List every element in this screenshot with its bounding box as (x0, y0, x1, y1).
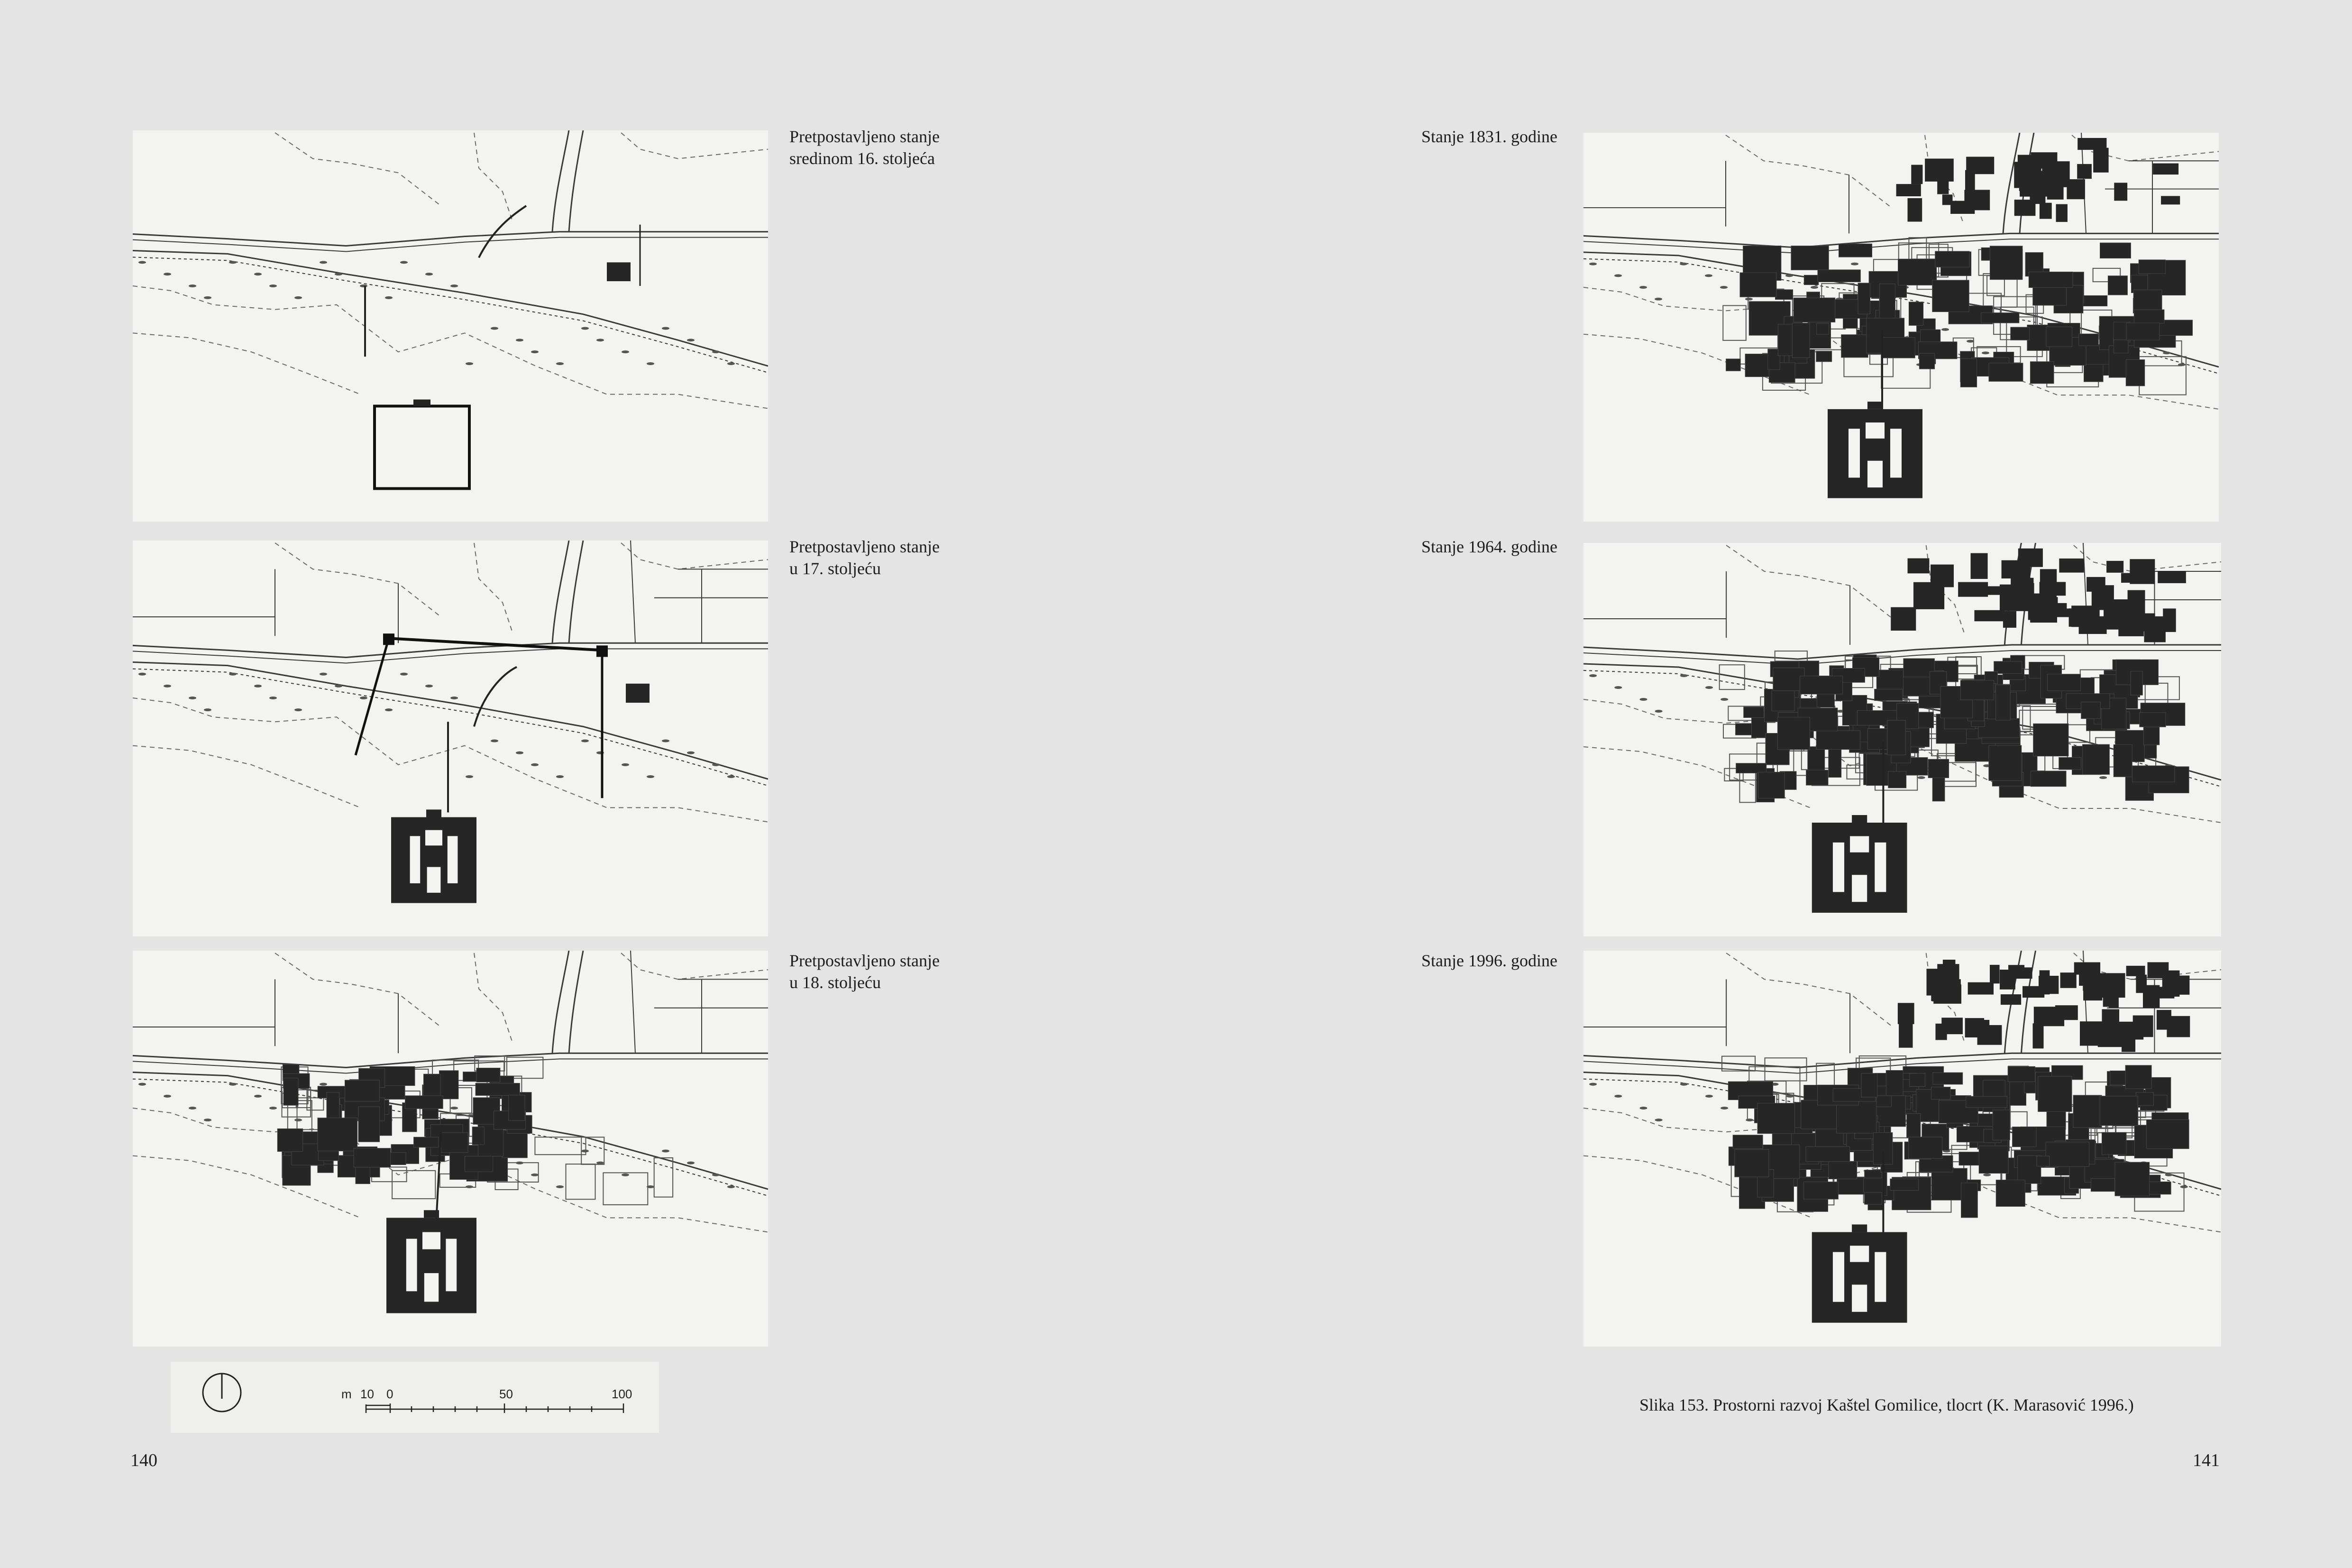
panel-caption-17th-century: Pretpostavljeno stanje u 17. stoljeću (789, 537, 940, 578)
page-number-right: 141 (2193, 1450, 2220, 1470)
scale-label-100: 100 (612, 1387, 632, 1401)
site-plan-16th-century (133, 130, 768, 522)
panel-caption-18th-century: Pretpostavljeno stanje u 18. stoljeću (789, 951, 940, 992)
scale-unit: m (341, 1387, 352, 1401)
scale-label-50: 50 (499, 1387, 513, 1401)
site-plan-1964 (1583, 543, 2221, 936)
site-plan-18th-century (133, 951, 768, 1347)
site-plan-1996 (1583, 951, 2221, 1347)
north-arrow-icon (202, 1373, 242, 1412)
scale-label-10: 10 (360, 1387, 374, 1401)
scale-bar: m 10 0 50 100 (171, 1362, 659, 1433)
site-plan-1831 (1583, 133, 2219, 522)
panel-caption-1964: Stanje 1964. godine (1421, 537, 1557, 556)
page-number-left: 140 (130, 1450, 157, 1470)
figure-caption: Slika 153. Prostorni razvoj Kaštel Gomil… (1639, 1395, 2134, 1414)
panel-caption-1996: Stanje 1996. godine (1421, 951, 1557, 970)
site-plan-17th-century (133, 541, 768, 936)
panel-caption-1831: Stanje 1831. godine (1421, 127, 1557, 146)
panel-caption-16th-century: Pretpostavljeno stanje sredinom 16. stol… (789, 127, 940, 168)
scale-label-0: 0 (386, 1387, 393, 1401)
